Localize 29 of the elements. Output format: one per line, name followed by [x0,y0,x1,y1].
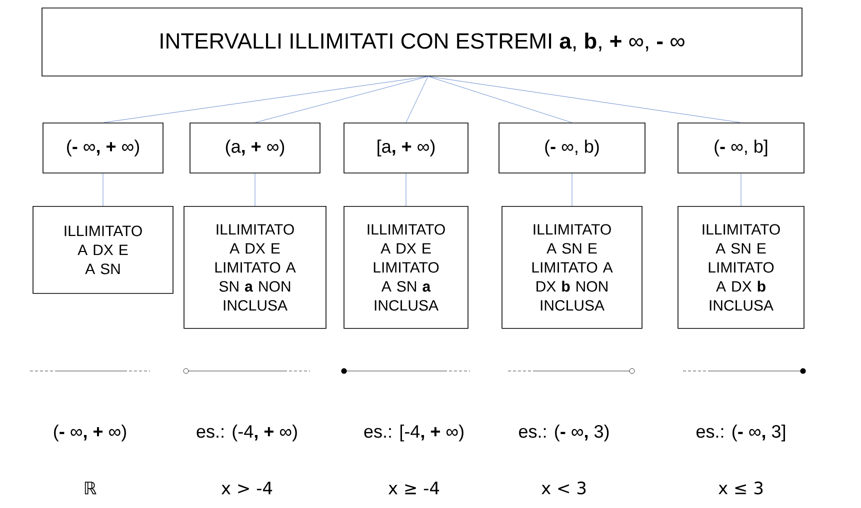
connector-line [428,76,572,123]
connector-line [254,76,428,123]
example-interval: es.: (- ∞, 3] [696,424,785,442]
connector-line [102,173,104,206]
interval-box: (- ∞, b] [678,122,804,174]
description-box: ILLIMITATO A DX E A SN [32,206,174,294]
example-interval: es.: (- ∞, 3) [519,424,609,442]
description-box: ILLIMITATO A DX E LIMITATO A SN a NON INCLUSA [184,206,326,329]
interval-box: (- ∞, b) [498,122,646,174]
interval-box: [a, + ∞) [344,122,468,174]
connector-line [102,76,428,123]
inequality-label: x < 3 [542,482,586,494]
example-interval: es.: [-4, + ∞) [364,424,464,442]
example-interval: es.: (-4, + ∞) [196,424,297,442]
connector-line [254,173,256,206]
interval-box: (a, + ∞) [190,122,320,174]
inequality-label: x ≤ 3 [718,482,763,494]
inequality-label: x > -4 [221,482,272,494]
connector-line [428,76,742,123]
interval-box: (- ∞, + ∞) [42,122,164,174]
connector-line [406,76,428,123]
inequality-label: ℝ [84,482,96,494]
connector-line [740,173,742,206]
title-box: INTERVALLI ILLIMITATI CON ESTREMI a, b, + ∞, - ∞ [42,8,802,76]
description-box: ILLIMITATO A SN E LIMITATO A DX b INCLUSA [678,206,804,329]
example-interval: (- ∞, + ∞) [54,424,126,442]
description-box: ILLIMITATO A SN E LIMITATO A DX b NON INCLUSA [502,206,642,329]
inequality-label: x ≥ -4 [388,482,440,494]
description-box: ILLIMITATO A DX E LIMITATO A SN a INCLUSA [344,206,468,329]
